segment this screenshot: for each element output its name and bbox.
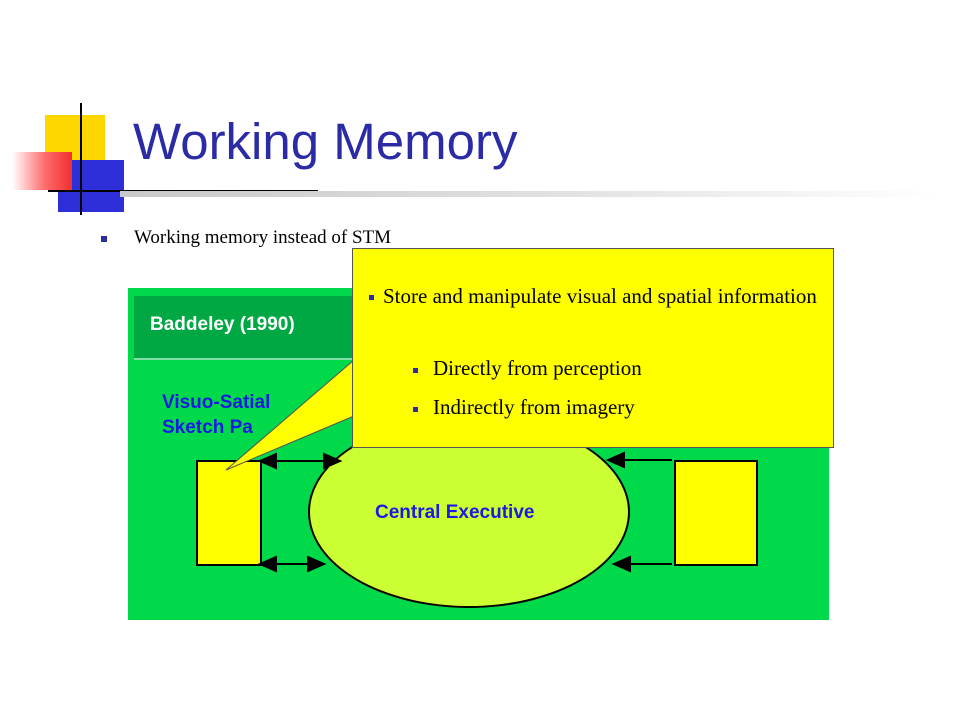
sketchpad-label-line-2: Sketch Pa <box>162 417 253 438</box>
sketchpad-box <box>196 460 262 566</box>
callout-sub-bullet-marker-1 <box>413 368 418 373</box>
arrow-left-top-head-left <box>257 452 277 470</box>
diagram-header-box <box>134 296 366 360</box>
arrow-left-top-head-right <box>323 452 343 470</box>
arrow-right-bottom-head <box>611 555 631 573</box>
arrow-left-bottom-head-left <box>257 555 277 573</box>
slide-title: Working Memory <box>133 113 518 170</box>
central-executive-ellipse <box>308 416 630 608</box>
connection-arrows <box>257 451 672 573</box>
callout-bullet-marker <box>369 295 374 300</box>
diagram-header-text: Baddeley (1990) <box>150 314 295 335</box>
central-executive-label: Central Executive <box>375 502 535 523</box>
title-underline-rule <box>120 191 940 197</box>
sketchpad-label: Visuo-Satial Sketch Pa <box>162 390 270 440</box>
callout-sub-text-2: Indirectly from imagery <box>433 395 635 419</box>
bullet-marker <box>101 236 107 242</box>
callout-main-text: Store and manipulate visual and spatial … <box>383 284 817 308</box>
arrow-left-bottom-head-right <box>307 555 327 573</box>
title-decoration-red-square <box>12 152 72 190</box>
title-decoration-vertical-line <box>80 103 82 215</box>
callout-sub-text-1: Directly from perception <box>433 356 642 380</box>
arrow-right-top-head <box>605 451 625 469</box>
callout-box: Store and manipulate visual and spatial … <box>352 248 834 448</box>
phonological-loop-box <box>674 460 758 566</box>
callout-sub-bullet-marker-2 <box>413 407 418 412</box>
sketchpad-label-line-1: Visuo-Satial <box>162 392 271 413</box>
bullet-text: Working memory instead of STM <box>134 227 392 248</box>
